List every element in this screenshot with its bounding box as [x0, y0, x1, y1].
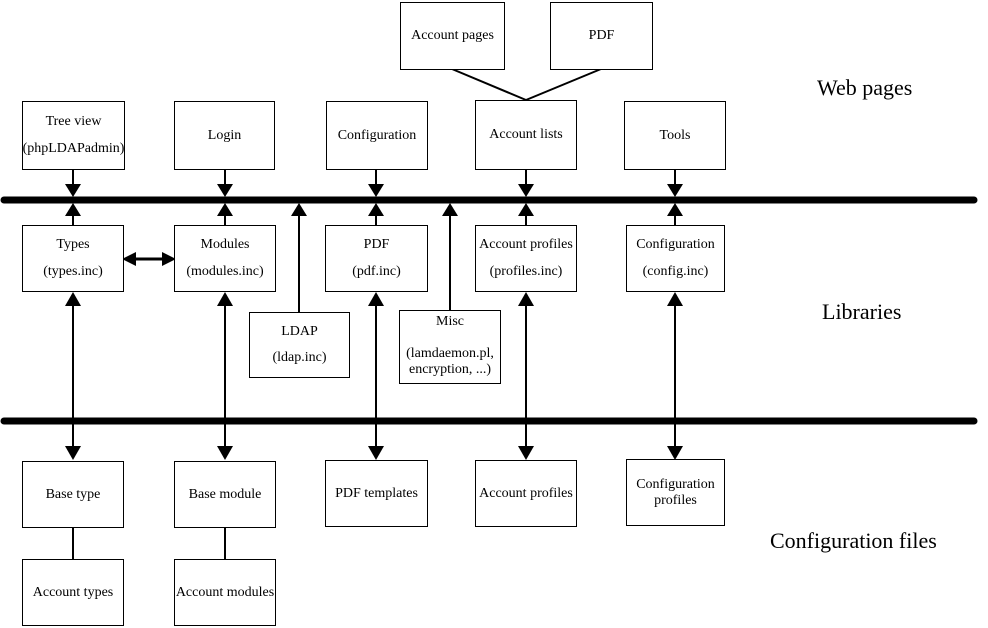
connector-types-base-type: [65, 292, 81, 460]
connector-types-modules: [122, 252, 176, 266]
connector-types-bus: [65, 203, 81, 225]
box-sublabel: (phpLDAPadmin): [22, 141, 125, 157]
connector-tree-view-bus: [65, 169, 81, 197]
box-sublabel: (profiles.inc): [489, 264, 563, 279]
box-sublabel: profiles: [654, 492, 697, 508]
box-label: Configuration: [337, 127, 417, 143]
box-tree-view: Tree view (phpLDAPadmin): [22, 101, 125, 170]
box-types: Types (types.inc): [22, 225, 124, 292]
connector-modules-bus: [217, 203, 233, 225]
box-sublabel-group: (lamdaemon.pl, encryption, ...): [406, 346, 494, 378]
box-account-modules: Account modules: [174, 559, 276, 626]
connector-configuration-page-bus: [368, 169, 384, 197]
connector-pdf-lib-bus: [368, 203, 384, 225]
box-label: LDAP: [281, 323, 318, 339]
section-label-libraries: Libraries: [822, 299, 902, 324]
box-configuration-page: Configuration: [326, 101, 428, 170]
box-label: Login: [207, 127, 242, 143]
box-label: Configuration: [636, 237, 715, 252]
box-label: Account pages: [411, 28, 494, 43]
box-label: PDF: [363, 237, 390, 252]
connector-account-pages-account-lists: [451, 68, 527, 101]
connector-ldap-bus: [291, 203, 307, 312]
box-base-type: Base type: [22, 461, 124, 528]
box-misc: Misc (lamdaemon.pl, encryption, ...): [399, 310, 501, 384]
box-label: Configuration: [636, 476, 715, 492]
box-sublabel: encryption, ...): [408, 362, 492, 377]
connector-pdf-page-account-lists: [525, 68, 602, 101]
box-sublabel: (pdf.inc): [352, 264, 401, 279]
box-account-profiles-cfg: Account profiles: [475, 460, 577, 527]
box-base-module: Base module: [174, 461, 276, 528]
box-label: Account modules: [175, 584, 275, 600]
box-label: Base module: [188, 486, 262, 502]
connector-misc-bus: [442, 203, 458, 310]
box-label: Account profiles: [479, 485, 573, 501]
box-sublabel: (ldap.inc): [272, 350, 327, 366]
box-label: Base type: [45, 486, 101, 502]
box-modules: Modules (modules.inc): [174, 225, 276, 292]
connector-modules-base-module: [217, 292, 233, 460]
box-account-lists: Account lists: [475, 100, 577, 170]
connector-account-profiles-lib-bus: [518, 203, 534, 225]
connector-account-profiles-lib-account-profiles-cfg: [518, 292, 534, 460]
box-account-profiles-lib: Account profiles (profiles.inc): [475, 225, 577, 292]
box-label: Tree view: [45, 113, 102, 129]
box-ldap: LDAP (ldap.inc): [249, 312, 350, 378]
box-pdf-templates: PDF templates: [325, 460, 428, 527]
box-tools: Tools: [624, 101, 726, 170]
connector-tools-bus: [667, 169, 683, 197]
section-label-configuration-files: Configuration files: [770, 528, 937, 553]
box-sublabel: (modules.inc): [186, 264, 264, 279]
box-pdf-lib: PDF (pdf.inc): [325, 225, 428, 292]
connector-login-bus: [217, 169, 233, 197]
box-label: PDF templates: [335, 485, 418, 501]
box-label: Account lists: [489, 127, 563, 142]
box-sublabel: (lamdaemon.pl,: [406, 346, 494, 361]
box-account-types: Account types: [22, 559, 124, 626]
box-account-pages: Account pages: [400, 2, 505, 70]
box-label: Modules: [200, 237, 250, 252]
box-pdf-page: PDF: [550, 2, 653, 70]
box-label: Account profiles: [479, 237, 573, 252]
box-label: Misc: [436, 314, 464, 329]
connector-configuration-lib-bus: [667, 203, 683, 225]
connector-configuration-lib-configuration-profiles: [667, 292, 683, 460]
box-configuration-lib: Configuration (config.inc): [626, 225, 725, 292]
connector-pdf-lib-pdf-templates: [368, 292, 384, 460]
box-configuration-profiles: Configuration profiles: [626, 459, 725, 526]
box-sublabel: (config.inc): [642, 264, 709, 279]
box-login: Login: [174, 101, 275, 170]
box-label: Types: [56, 237, 90, 252]
box-sublabel: (types.inc): [43, 264, 103, 279]
box-label: Account types: [32, 584, 114, 600]
connector-account-lists-bus: [518, 169, 534, 197]
box-label: PDF: [588, 28, 615, 43]
box-label: Tools: [659, 127, 691, 143]
section-label-web-pages: Web pages: [817, 75, 913, 100]
